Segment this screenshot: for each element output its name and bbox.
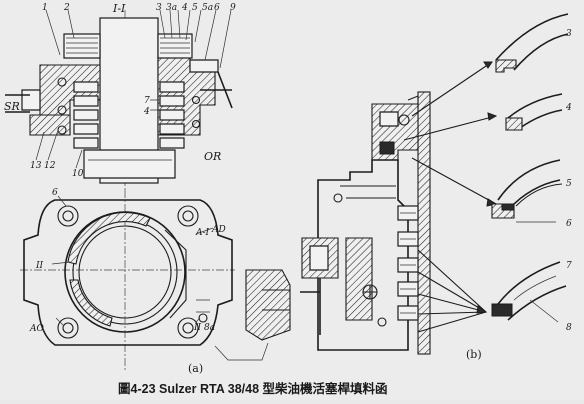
label-a-i: A-I	[195, 228, 210, 238]
ring-label-7: 7	[566, 261, 572, 271]
ring-detail-5-6: 5 6	[491, 159, 572, 229]
label-10: 10	[72, 169, 84, 179]
or-outlet	[200, 71, 233, 109]
rod-wall	[417, 91, 431, 355]
label-1: 1	[42, 3, 48, 13]
label-5a: 5a	[202, 3, 213, 13]
label-6-plan: 6	[52, 188, 58, 198]
ring-detail-7-8: 7 8	[491, 261, 572, 333]
flange-outline	[23, 199, 233, 346]
section-view-upper: 1 2 I-I 3 3a 4 5 5a 6 9 7 4 SR OR 13 12 …	[4, 2, 236, 190]
ring-label-5: 5	[566, 179, 572, 189]
packing-rings-stack	[57, 77, 201, 149]
label-6: 6	[214, 3, 220, 13]
sr-pipe	[5, 94, 30, 113]
ring-detail-3: 3	[495, 13, 572, 73]
assembly-view-b	[301, 61, 498, 355]
label-12: 12	[44, 161, 56, 171]
ring-detail-4: 4	[505, 93, 572, 131]
ring-label-6: 6	[566, 219, 572, 229]
ring-label-8: 8	[566, 323, 572, 333]
ring-hatch-top	[67, 211, 151, 265]
packing-rings-b	[397, 205, 419, 321]
ring-label-3: 3	[566, 29, 572, 39]
label-sr: SR	[4, 100, 20, 113]
figure-caption: 圖4-23 Sulzer RTA 38/48 型柴油機活塞桿填料函	[118, 381, 388, 396]
label-13: 13	[30, 161, 42, 171]
label-4: 4	[181, 3, 188, 13]
label-4b: 4	[143, 107, 150, 117]
label-section: I-I	[112, 2, 126, 15]
label-9: 9	[230, 3, 236, 13]
sublabel-a: (a)	[188, 362, 203, 375]
label-2: 2	[63, 3, 70, 13]
label-ii: II	[35, 261, 44, 271]
label-ao: AO	[29, 324, 44, 334]
lower-skirt	[83, 149, 176, 179]
label-ii8a: II 8a	[193, 323, 215, 333]
sublabel-b: (b)	[466, 348, 482, 361]
plan-view-lower: 6 A-I AD II AO II 8a	[20, 188, 235, 370]
label-or: OR	[204, 150, 221, 163]
arrow-to-3	[411, 61, 493, 117]
label-5: 5	[192, 3, 198, 13]
detail-section-small	[214, 269, 321, 361]
label-3: 3	[156, 3, 162, 13]
label-7: 7	[144, 96, 150, 106]
body-outline	[317, 159, 409, 351]
ring-label-4: 4	[565, 103, 572, 113]
label-3a: 3a	[166, 3, 177, 13]
label-ad: AD	[211, 225, 226, 235]
